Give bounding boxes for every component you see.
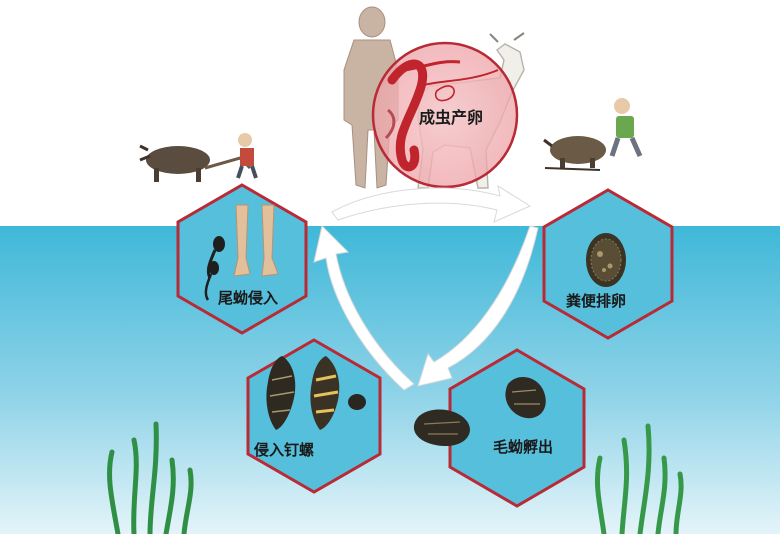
farmer-with-buffalo-icon — [139, 133, 258, 182]
seaweed-icon — [107, 421, 194, 534]
egg-icon — [586, 233, 626, 287]
hexagon-snail — [246, 338, 382, 494]
snail-shell-icon — [266, 356, 366, 430]
arrow-snail-to-cercaria — [313, 225, 415, 391]
stage-label-snail: 侵入钉螺 — [254, 441, 315, 459]
cercaria-larva-icon — [204, 236, 225, 301]
hatching-egg-icon — [413, 409, 470, 446]
cycle-arrows — [313, 184, 539, 391]
person-with-buffalo-icon — [543, 98, 643, 171]
adult-worm-icon — [371, 41, 519, 189]
stage-label-feces: 粪便排卵 — [566, 292, 627, 310]
stage-label-adult: 成虫产卵 — [419, 108, 484, 127]
miracidium-icon — [505, 377, 546, 419]
arrow-adult-to-feces — [331, 184, 532, 223]
stage-label-miracidium: 毛蚴孵出 — [493, 438, 554, 456]
hexagon-feces — [542, 188, 674, 340]
hexagon-cercaria — [176, 183, 308, 335]
stage-label-cercaria: 尾蚴侵入 — [218, 289, 279, 307]
arrow-feces-to-miracidium — [417, 225, 539, 387]
hexagon-miracidium — [448, 348, 586, 508]
seaweed-icon — [594, 423, 684, 534]
legs-icon — [233, 204, 279, 277]
